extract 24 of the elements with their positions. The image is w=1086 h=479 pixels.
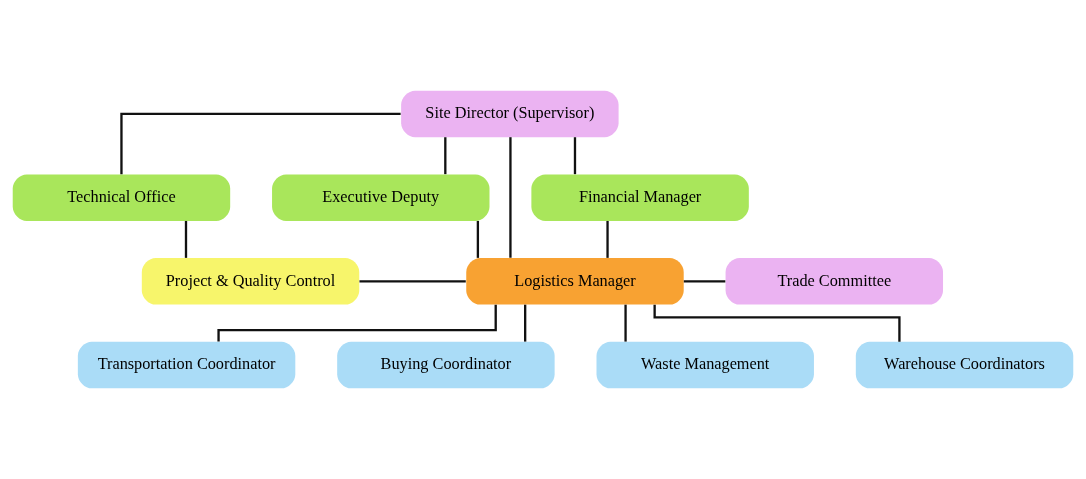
node-box: Trade Committee: [725, 258, 944, 305]
connector: [624, 304, 627, 342]
node-box: Transportation Coordinator: [77, 341, 296, 389]
node-box: Executive Deputy: [272, 174, 490, 221]
connector: [653, 304, 901, 342]
node-box: Site Director (Supervisor): [401, 90, 619, 138]
node-box: Technical Office: [12, 174, 231, 221]
connector: [359, 280, 466, 283]
node-box: Logistics Manager: [466, 258, 684, 305]
connector: [683, 280, 726, 283]
connector: [444, 137, 447, 175]
connector: [509, 137, 512, 258]
connector: [476, 220, 480, 258]
node-box: Financial Manager: [531, 174, 749, 221]
connector: [606, 220, 609, 258]
node-box: Warehouse Coordinators: [855, 341, 1074, 389]
connector: [217, 304, 497, 342]
connector: [524, 304, 527, 342]
connector: [573, 137, 577, 175]
node-box: Waste Management: [596, 341, 814, 389]
node-box: Buying Coordinator: [337, 341, 555, 389]
connector: [184, 220, 188, 258]
connector: [120, 112, 401, 175]
node-box: Project & Quality Control: [141, 258, 360, 305]
